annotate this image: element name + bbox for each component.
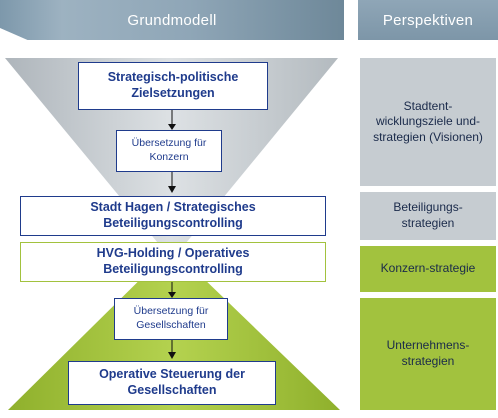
note-uebersetzung-konzern: Übersetzung für Konzern (116, 130, 222, 172)
arrow-head-2 (168, 186, 176, 193)
perspective-konzernstrategie-label: Konzern-strategie (380, 261, 476, 276)
note-uebersetzung-gesellschaften-label: Übersetzung für Gesellschaften (133, 305, 209, 331)
box-strategisch-politische-zielsetzungen: Strategisch-politische Zielsetzungen (78, 62, 268, 110)
header-grundmodell: Grundmodell (0, 0, 344, 40)
header-grundmodell-label: Grundmodell (127, 11, 217, 29)
box-hvg-holding-label: HVG-Holding / Operatives Beteiligungscon… (96, 246, 250, 276)
perspective-stadtentwicklungsziele-label: Stadtent-wicklungsziele und-strategien (… (373, 98, 483, 144)
header-perspektiven: Perspektiven (358, 0, 498, 40)
perspective-beteiligungsstrategien: Beteiligungs-strategien (360, 192, 496, 240)
arrow-head-4 (168, 352, 176, 359)
box-strategisch-label: Strategisch-politische Zielsetzungen (107, 70, 239, 100)
perspective-konzernstrategie: Konzern-strategie (360, 246, 496, 292)
note-uebersetzung-konzern-label: Übersetzung für Konzern (131, 137, 207, 163)
perspective-beteiligungsstrategien-label: Beteiligungs-strategien (393, 200, 463, 230)
perspective-unternehmensstrategien-label: Unternehmens-strategien (386, 338, 470, 368)
perspective-stadtentwicklungsziele: Stadtent-wicklungsziele und-strategien (… (360, 58, 496, 186)
box-hvg-holding: HVG-Holding / Operatives Beteiligungscon… (20, 242, 326, 282)
note-uebersetzung-gesellschaften: Übersetzung für Gesellschaften (114, 298, 228, 340)
header-perspektiven-label: Perspektiven (382, 11, 474, 29)
box-operative-steuerung: Operative Steuerung der Gesellschaften (68, 361, 276, 405)
perspective-unternehmensstrategien: Unternehmens-strategien (360, 298, 496, 410)
box-stadt-hagen-label: Stadt Hagen / Strategisches Beteiligungs… (90, 200, 256, 230)
arrow-head-3 (168, 292, 176, 298)
arrow-head-1 (168, 124, 176, 130)
box-operative-steuerung-label: Operative Steuerung der Gesellschaften (99, 367, 245, 397)
box-stadt-hagen: Stadt Hagen / Strategisches Beteiligungs… (20, 196, 326, 236)
